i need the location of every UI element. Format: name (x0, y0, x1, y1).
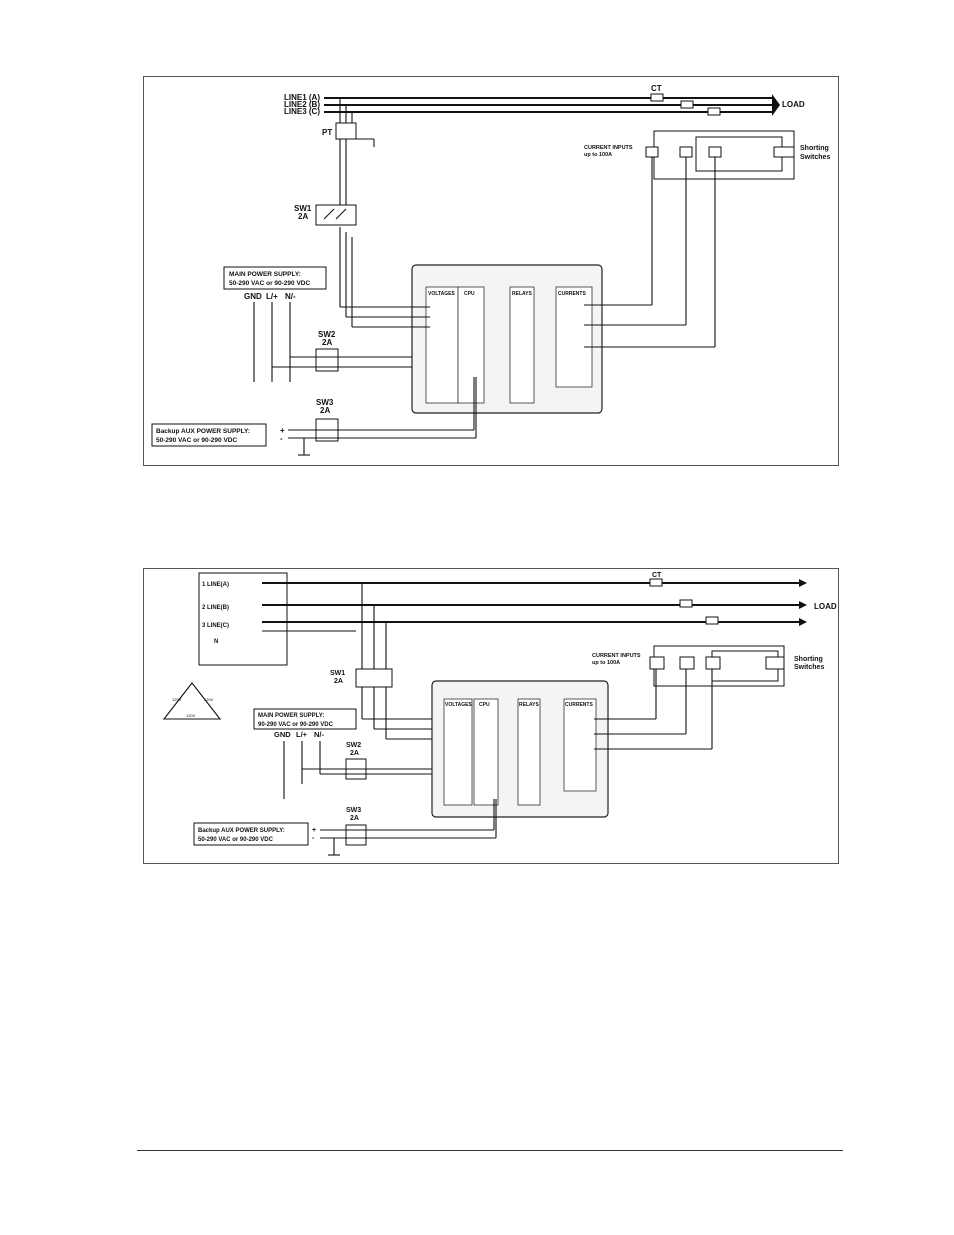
sw3-label: SW3 (316, 398, 334, 407)
module-relays-label-2: RELAYS (519, 702, 539, 708)
aux-plus: + (280, 426, 285, 435)
gnd-terminal: GND (244, 292, 262, 301)
footer-rule (137, 1150, 843, 1151)
delta-ab: 120V (172, 697, 182, 702)
shorting-label: Shorting (800, 145, 829, 152)
n-terminal: N/- (285, 292, 296, 301)
line-a-label: 1 LINE(A) (202, 582, 229, 588)
module-cpu-label-2: CPU (479, 702, 490, 708)
gnd-terminal-2: GND (274, 730, 291, 739)
shorting-label-2: Shorting (794, 656, 823, 663)
aux-ps-label: Backup AUX POWER SUPPLY: (156, 428, 250, 435)
pt-label: PT (322, 128, 332, 137)
aux-minus: - (280, 434, 283, 443)
line1-label: LINE1 (A) (284, 93, 320, 102)
sw1-rating-2: 2A (334, 678, 343, 685)
line-b-label: 2 LINE(B) (202, 605, 229, 611)
load-label: LOAD (782, 100, 805, 109)
main-ps-range-2: 90-290 VAC or 90-290 VDC (258, 722, 334, 728)
sw1-rating: 2A (298, 212, 308, 221)
sw2-label: SW2 (318, 330, 336, 339)
main-ps-range: 50-290 VAC or 90-290 VDC (229, 280, 310, 287)
l-terminal-2: L/+ (296, 730, 308, 739)
sw2-label-2: SW2 (346, 742, 361, 749)
module-cpu-label: CPU (464, 291, 475, 297)
sw3-label-2: SW3 (346, 807, 361, 814)
module-voltages (425, 286, 459, 404)
wiring-diagram-wye: LINE1 (A) LINE2 (B) LINE3 (C) LOAD CT PT… (143, 76, 839, 466)
module-voltages-label-2: VOLTAGES (445, 702, 472, 708)
n-terminal-2: N/- (314, 730, 325, 739)
sw1-switch (315, 204, 357, 226)
delta-ca: 120V (186, 713, 196, 718)
module-currents-label-2: CURRENTS (565, 702, 593, 708)
wiring-diagram-delta: 1 LINE(A) 2 LINE(B) 3 LINE(C) N LOAD CT … (143, 568, 839, 864)
neutral-label: N (214, 639, 218, 645)
delta-bc: 120V (204, 697, 214, 702)
sw1-label: SW1 (294, 204, 312, 213)
aux-minus-2: - (312, 835, 315, 842)
module-currents (555, 286, 593, 388)
main-ps-label: MAIN POWER SUPPLY: (229, 271, 301, 278)
module-voltages-2 (443, 698, 473, 806)
module-currents-2 (563, 698, 597, 792)
sw3-rating-2: 2A (350, 815, 359, 822)
current-inputs-label: CURRENT INPUTS (584, 145, 633, 151)
shorting-sub: Switches (800, 154, 830, 161)
diagram-canvas-2: 1 LINE(A) 2 LINE(B) 3 LINE(C) N LOAD CT … (162, 572, 837, 856)
module-cpu-2 (473, 698, 499, 806)
aux-ps-label-2: Backup AUX POWER SUPPLY: (198, 828, 285, 834)
shorting-sub-2: Switches (794, 664, 824, 671)
module-relays (509, 286, 535, 404)
aux-ps-range: 50-290 VAC or 90-290 VDC (156, 437, 237, 444)
aux-ps-range-2: 50-290 VAC or 90-290 VDC (198, 837, 274, 843)
current-inputs-sub: up to 100A (584, 152, 612, 158)
load-label-2: LOAD (814, 602, 837, 611)
current-inputs-label-2: CURRENT INPUTS (592, 653, 641, 659)
ct-label: CT (651, 84, 662, 93)
sw2-rating-2: 2A (350, 750, 359, 757)
diagram-canvas-1: LINE1 (A) LINE2 (B) LINE3 (C) LOAD CT PT… (151, 84, 830, 456)
module-cpu (457, 286, 485, 404)
ct-label-2: CT (652, 572, 662, 579)
l-terminal: L/+ (266, 292, 278, 301)
main-ps-label-2: MAIN POWER SUPPLY: (258, 713, 324, 719)
aux-plus-2: + (312, 827, 316, 834)
module-relays-2 (517, 698, 541, 806)
line3-label: LINE3 (C) (284, 107, 320, 116)
line-c-label: 3 LINE(C) (202, 623, 229, 629)
sw3-rating: 2A (320, 406, 330, 415)
module-relays-label: RELAYS (512, 291, 532, 297)
line2-label: LINE2 (B) (284, 100, 320, 109)
sw2-rating: 2A (322, 338, 332, 347)
current-inputs-sub-2: up to 100A (592, 660, 620, 666)
module-currents-label: CURRENTS (558, 291, 586, 297)
module-voltages-label: VOLTAGES (428, 291, 455, 297)
sw1-label-2: SW1 (330, 670, 345, 677)
delta-triangle (162, 682, 222, 720)
